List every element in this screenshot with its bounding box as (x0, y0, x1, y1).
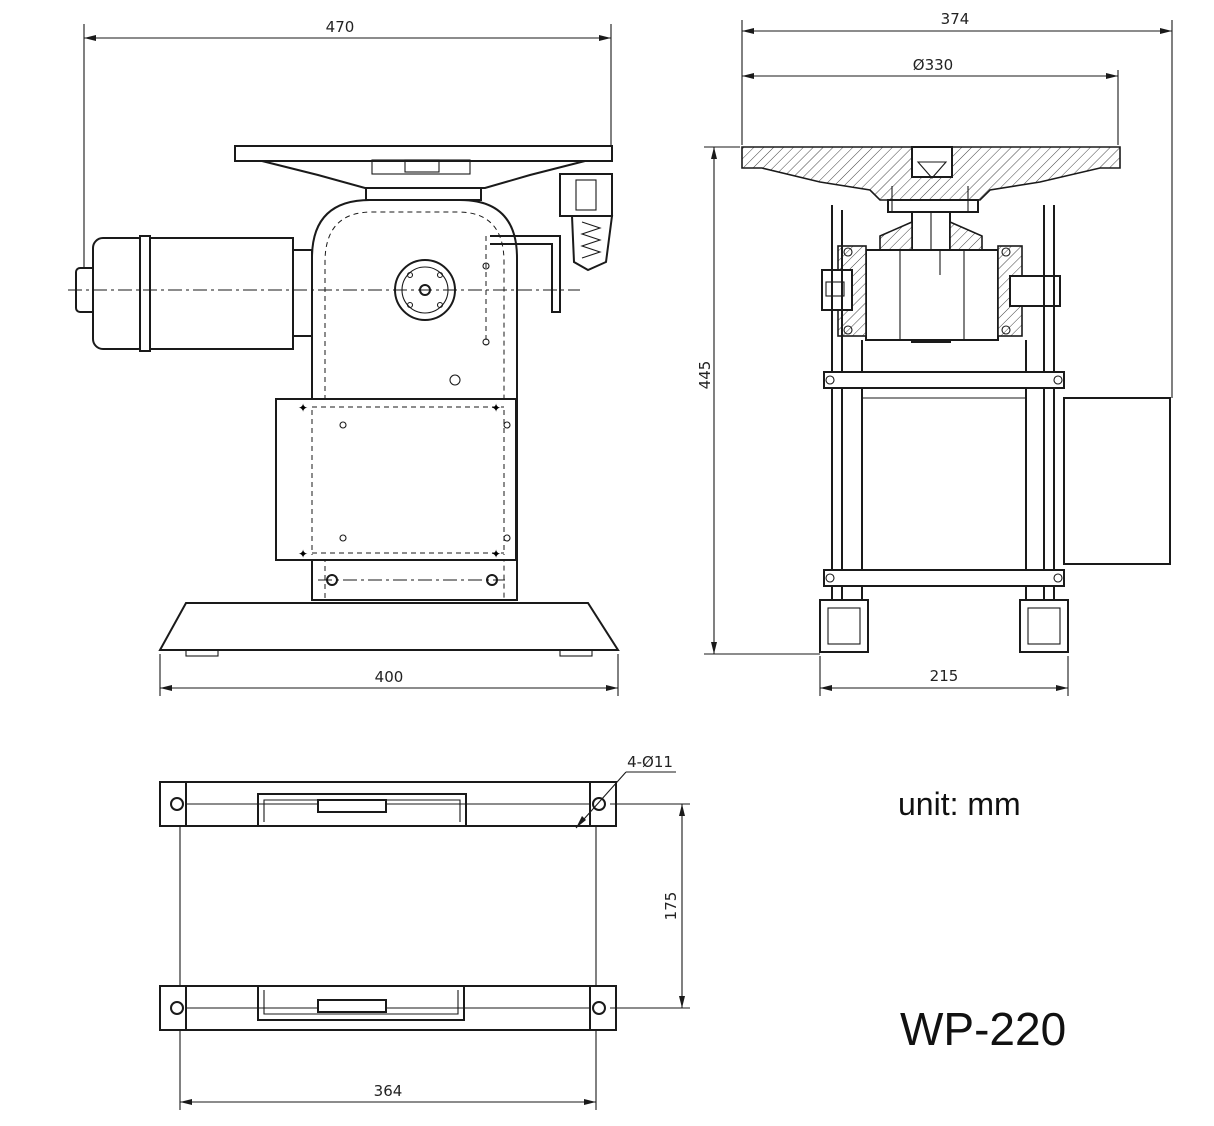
svg-text:✦: ✦ (491, 547, 501, 561)
dim-470-label: 470 (326, 18, 355, 36)
upper-crossbar (823, 371, 1065, 389)
dim-470: 470 (83, 18, 612, 290)
hole-callout: 4-Ø11 (575, 753, 676, 829)
svg-text:✦: ✦ (491, 401, 501, 415)
unit-label: unit: mm (898, 786, 1021, 822)
dim-175-label: 175 (662, 892, 680, 921)
dim-374-label: 374 (941, 10, 970, 28)
svg-text:✦: ✦ (298, 547, 308, 561)
side-motor-box (1063, 397, 1171, 565)
hole-callout-label: 4-Ø11 (627, 753, 673, 771)
dim-330-label: Ø330 (913, 56, 953, 74)
dim-445: 445 (696, 146, 820, 655)
dim-445-label: 445 (696, 361, 714, 390)
dim-215: 215 (819, 656, 1069, 696)
front-base (158, 602, 620, 651)
dim-400-label: 400 (375, 668, 404, 686)
lower-crossbar (823, 569, 1065, 587)
dim-175: 175 (610, 803, 690, 1009)
svg-text:✦: ✦ (298, 401, 308, 415)
front-view: 470 (68, 18, 620, 696)
front-motor (75, 235, 313, 352)
front-turntable (234, 145, 613, 162)
dim-364: 364 (179, 1030, 597, 1110)
side-view: 374 Ø330 445 (696, 10, 1173, 696)
model-label: WP-220 (900, 1003, 1067, 1055)
dim-330: Ø330 (742, 56, 1119, 145)
dim-215-label: 215 (930, 667, 959, 685)
dim-364-label: 364 (374, 1082, 403, 1100)
dim-400: 400 (159, 654, 619, 696)
plan-view: 4-Ø11 175 364 (159, 753, 690, 1110)
dim-374: 374 (741, 10, 1173, 398)
gearbox-panel (275, 398, 517, 561)
brake-block (559, 173, 613, 217)
